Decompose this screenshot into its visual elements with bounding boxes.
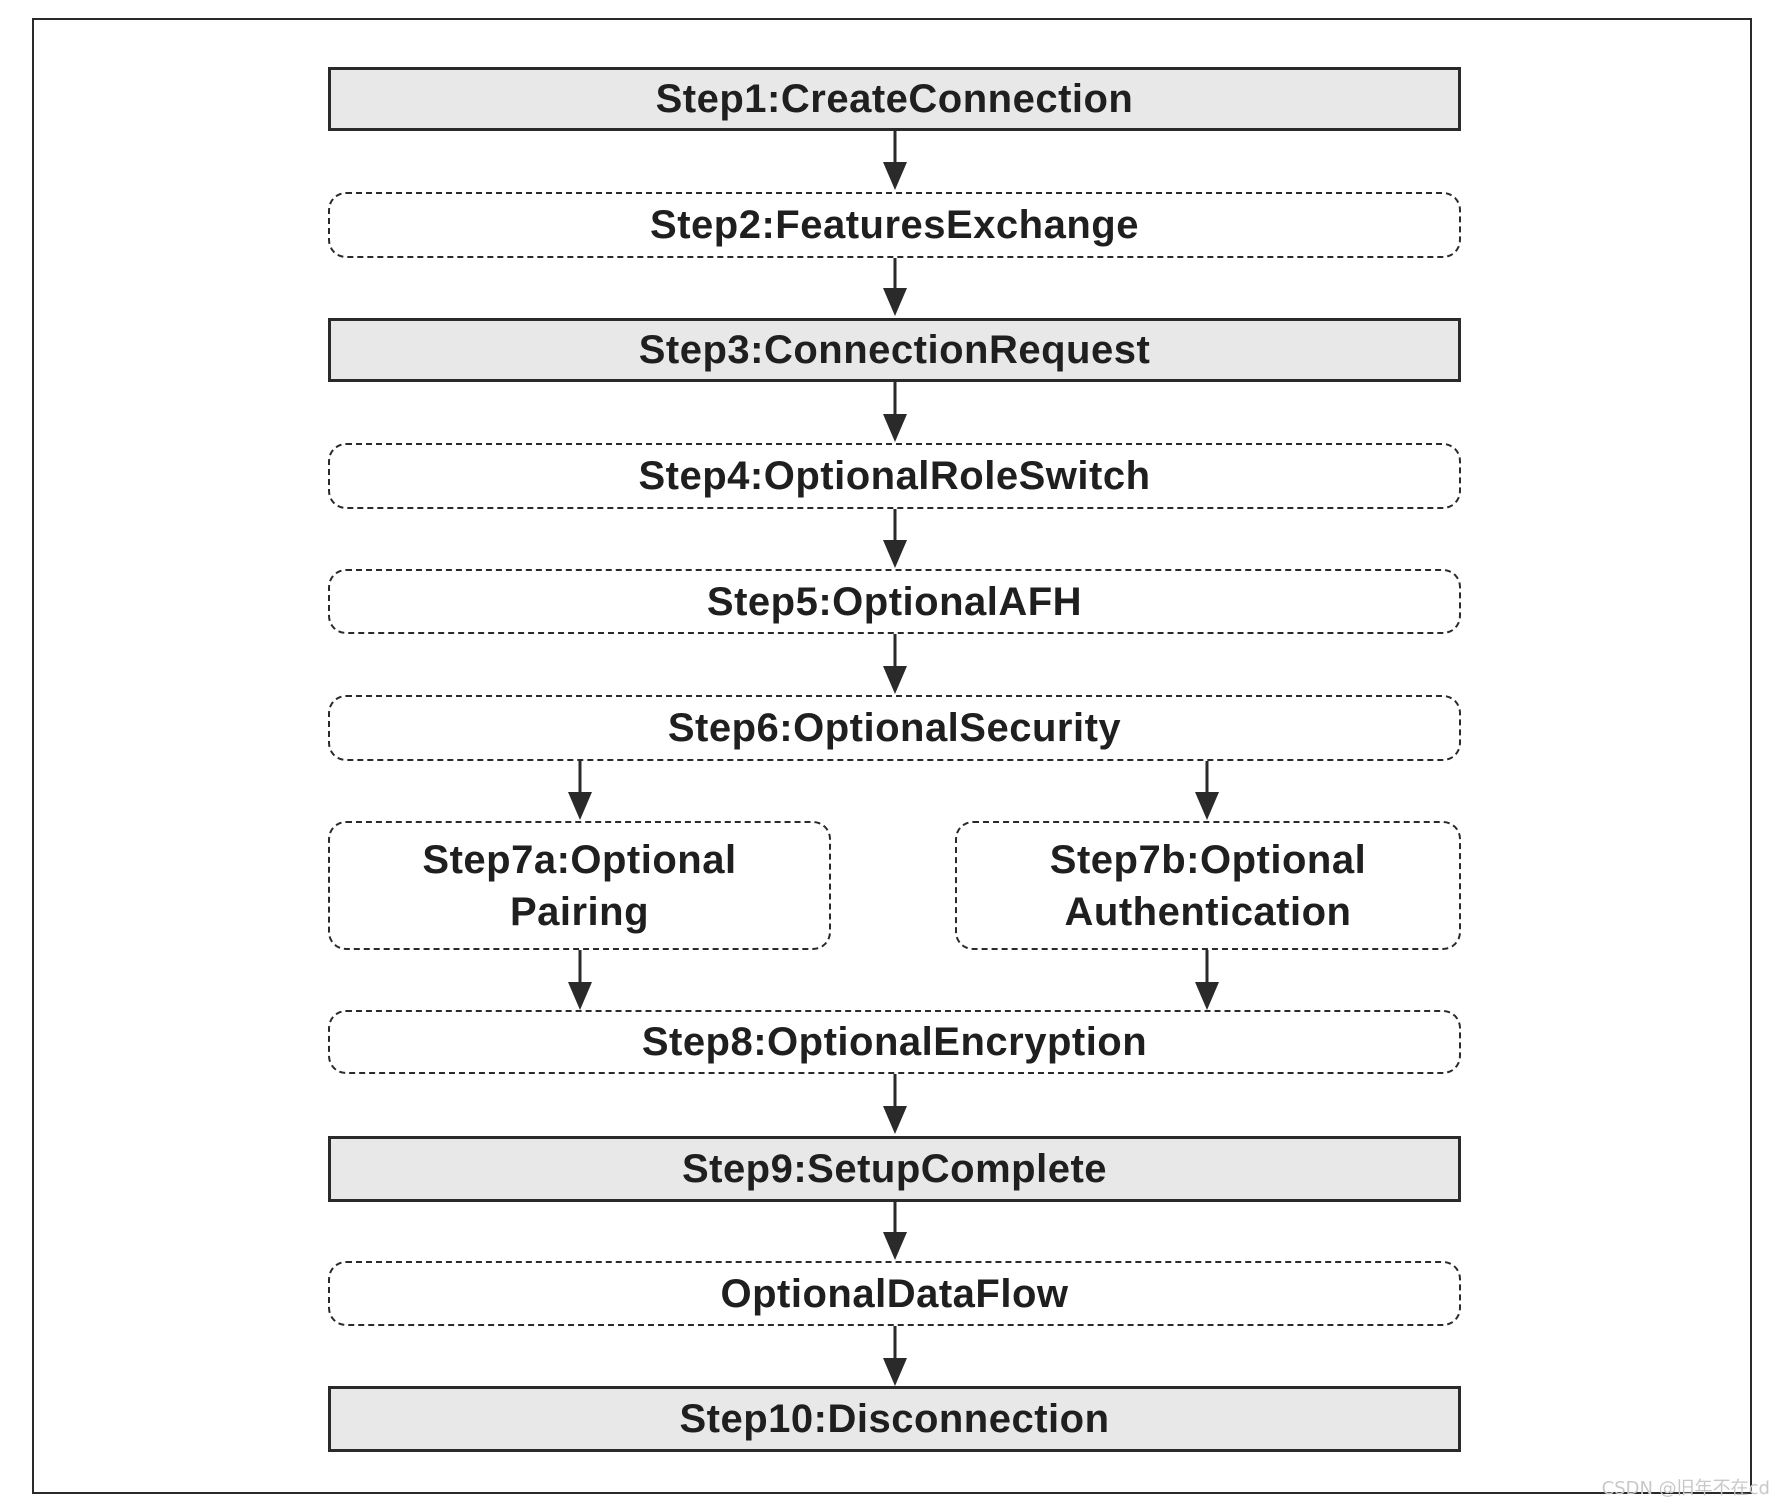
step8-label: Step8:OptionalEncryption	[641, 1020, 1148, 1064]
step6-box: Step6:OptionalSecurity	[328, 695, 1461, 761]
step7a-label-line1: Step7a:Optional	[422, 837, 737, 882]
step8-box: Step8:OptionalEncryption	[328, 1010, 1461, 1074]
step3-box: Step3:ConnectionRequest	[328, 318, 1461, 382]
step3-label: Step3:ConnectionRequest	[638, 328, 1151, 372]
step9-box: Step9:SetupComplete	[328, 1136, 1461, 1202]
dataflow-box: OptionalDataFlow	[328, 1261, 1461, 1326]
step5-box: Step5:OptionalAFH	[328, 569, 1461, 634]
watermark-text: CSDN @旧年不在cd	[1601, 1478, 1770, 1499]
step10-box: Step10:Disconnection	[328, 1386, 1461, 1452]
step7b-label-line2: Authentication	[1064, 889, 1352, 934]
step6-label: Step6:OptionalSecurity	[667, 706, 1122, 750]
step4-box: Step4:OptionalRoleSwitch	[328, 443, 1461, 509]
step1-box: Step1:CreateConnection	[328, 67, 1461, 131]
step9-label: Step9:SetupComplete	[681, 1147, 1108, 1191]
step7a-box: Step7a:Optional Pairing	[328, 821, 831, 950]
step4-label: Step4:OptionalRoleSwitch	[638, 454, 1151, 498]
step5-label: Step5:OptionalAFH	[706, 579, 1083, 624]
step7b-box: Step7b:Optional Authentication	[955, 821, 1461, 950]
step2-label: Step2:FeaturesExchange	[650, 203, 1139, 247]
dataflow-label: OptionalDataFlow	[720, 1271, 1069, 1316]
step2-box: Step2:FeaturesExchange	[328, 192, 1461, 258]
step1-label: Step1:CreateConnection	[655, 77, 1134, 121]
diagram-frame	[32, 18, 1752, 1494]
step7b-label-line1: Step7b:Optional	[1049, 837, 1367, 882]
step10-label: Step10:Disconnection	[679, 1397, 1110, 1441]
step7a-label-line2: Pairing	[509, 889, 650, 934]
